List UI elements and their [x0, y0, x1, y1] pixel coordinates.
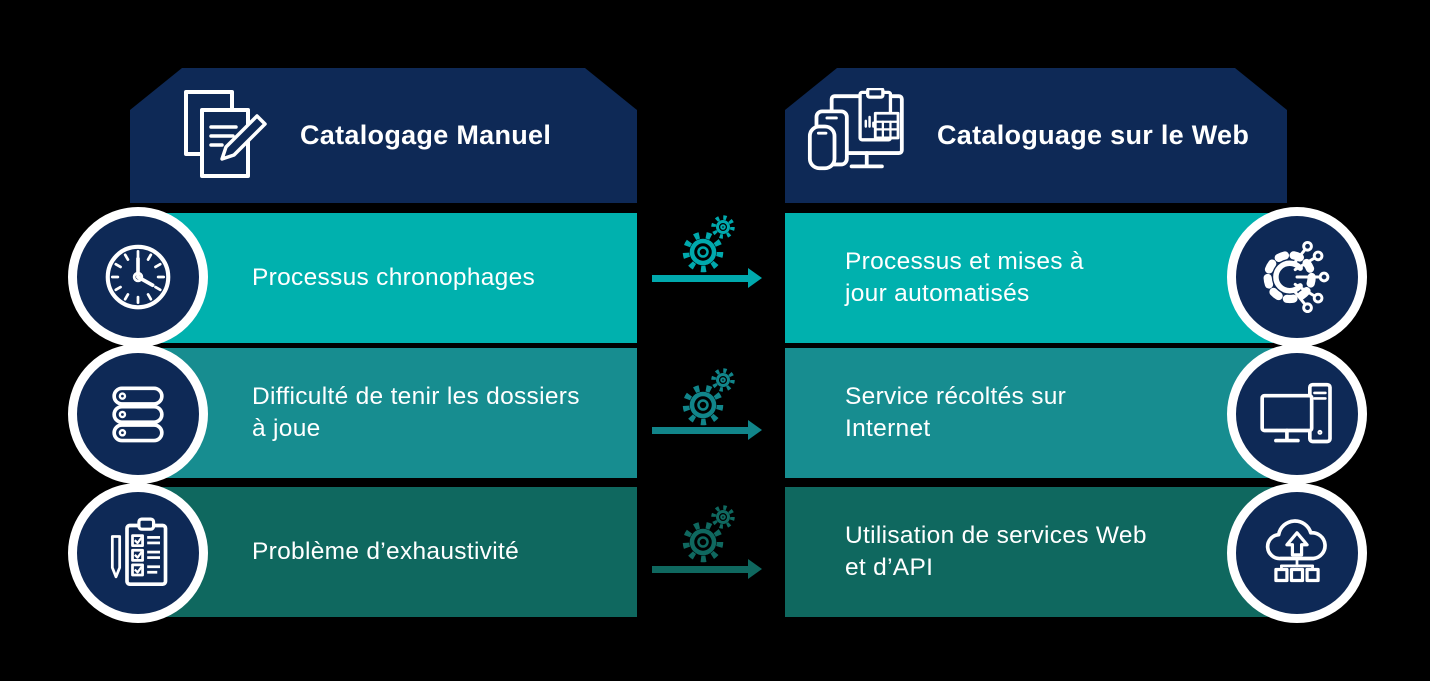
row-manual-2: Difficulté de tenir les dossiers à joue — [138, 348, 637, 478]
arrow-right-icon — [652, 420, 762, 440]
row-web-3-label: Utilisation de services Web et d’API — [845, 521, 1147, 581]
clipboard-checklist-icon — [110, 517, 168, 586]
row-manual-1-label: Processus chronophages — [252, 263, 536, 291]
cloud-badge — [1227, 483, 1367, 623]
desktop-computer-icon — [1260, 382, 1332, 444]
row-manual-2-label: Difficulté de tenir les dossiers à joue — [252, 382, 580, 442]
header-banner-web: Cataloguage sur le Web — [785, 68, 1287, 203]
row-web-1-label: Processus et mises à jour automatisés — [845, 247, 1084, 307]
row-web-3: Utilisation de services Web et d’API — [785, 487, 1273, 617]
gears-icon — [682, 505, 735, 563]
checklist-badge — [68, 483, 208, 623]
connector-2 — [650, 348, 764, 478]
header-title-manual: Catalogage Manuel — [300, 120, 552, 150]
server-badge — [68, 344, 208, 484]
devices-icon — [807, 88, 917, 184]
connector-3 — [650, 487, 764, 617]
gears-icon — [682, 368, 735, 426]
connector-1 — [650, 213, 764, 343]
header-banner-manual: Catalogage Manuel — [130, 68, 637, 203]
arrow-right-icon — [652, 268, 762, 288]
row-manual-1: Processus chronophages — [138, 213, 637, 343]
row-web-2-label: Service récoltés sur Internet — [845, 382, 1067, 442]
row-manual-3: Problème d’exhaustivité — [138, 487, 637, 617]
row-web-2: Service récoltés sur Internet — [785, 348, 1273, 478]
cloud-upload-network-icon — [1265, 519, 1327, 583]
row-web-1: Processus et mises à jour automatisés — [785, 213, 1273, 343]
row-manual-3-label: Problème d’exhaustivité — [252, 537, 520, 565]
clock-badge — [68, 207, 208, 347]
computer-badge — [1227, 344, 1367, 484]
automation-badge — [1227, 207, 1367, 347]
arrow-right-icon — [652, 559, 762, 579]
documents-pencil-icon — [172, 86, 272, 186]
server-stack-icon — [112, 386, 164, 443]
clock-icon — [105, 244, 171, 310]
gear-circuit-icon — [1263, 240, 1330, 314]
gears-icon — [682, 215, 735, 273]
header-title-web: Cataloguage sur le Web — [937, 120, 1250, 150]
